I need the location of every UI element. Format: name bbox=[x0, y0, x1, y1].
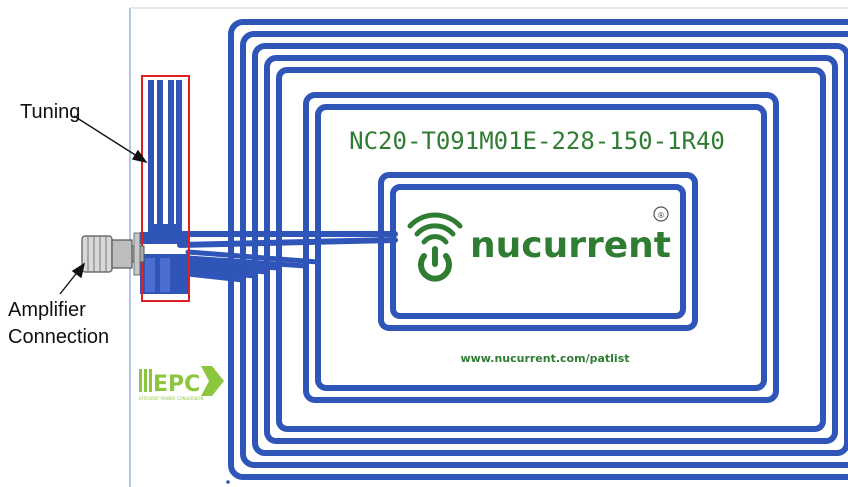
outer-coil bbox=[228, 19, 848, 480]
registered-mark: ® bbox=[657, 211, 665, 220]
epc-logo-text: EPC bbox=[153, 372, 200, 397]
wireless-power-icon bbox=[407, 212, 463, 282]
amplifier-label-line2: Connection bbox=[8, 326, 110, 348]
epc-tagline: EFFICIENT POWER CONVERSION bbox=[139, 396, 203, 401]
part-number: NC20-T091M01E-228-150-1R40 bbox=[349, 127, 725, 155]
via-dot bbox=[226, 480, 230, 484]
amplifier-label-line1: Amplifier bbox=[8, 299, 86, 321]
tuning-label: Tuning bbox=[20, 101, 81, 123]
feed-traces bbox=[177, 231, 398, 283]
tuning-highlight-box bbox=[141, 75, 190, 302]
pcb-board bbox=[130, 8, 848, 487]
brand-name: nucurrent bbox=[470, 225, 671, 266]
epc-logo: EPC EFFICIENT POWER CONVERSION bbox=[139, 366, 224, 401]
website-url: www.nucurrent.com/patlist bbox=[460, 352, 629, 365]
inner-coil bbox=[378, 172, 698, 331]
middle-coil bbox=[303, 92, 779, 403]
amplifier-connection-label: Amplifier Connection bbox=[8, 297, 109, 351]
epc-arrow-icon bbox=[201, 366, 224, 396]
tuning-traces bbox=[140, 80, 188, 294]
registered-mark-ring bbox=[653, 206, 669, 222]
callout-arrows bbox=[59, 115, 148, 295]
sma-connector-icon bbox=[81, 232, 145, 276]
